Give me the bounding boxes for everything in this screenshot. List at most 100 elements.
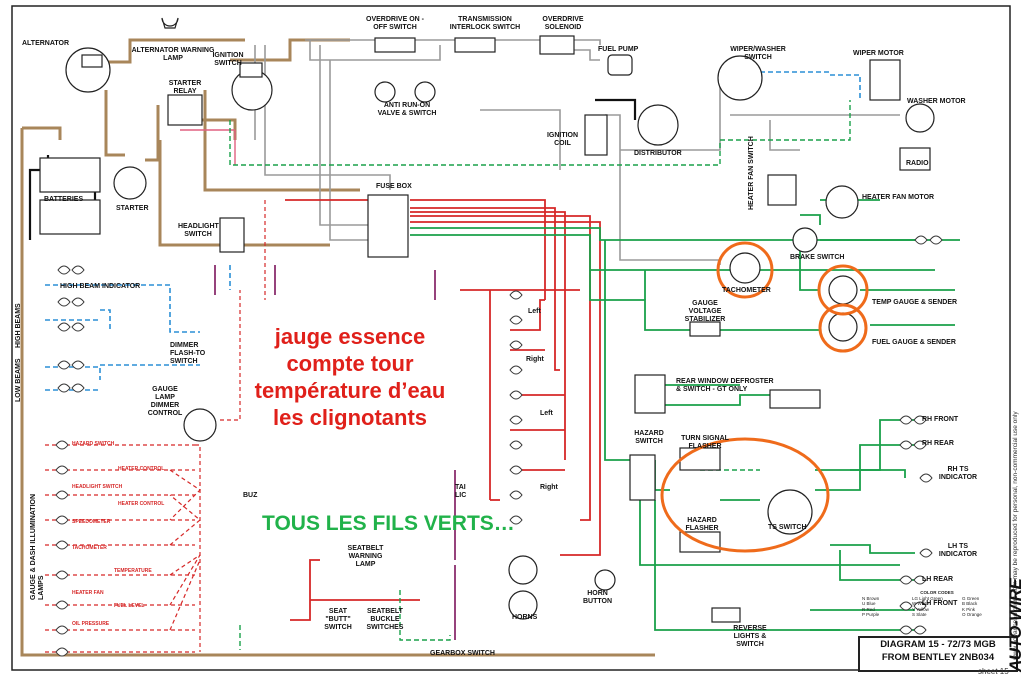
purple-wires <box>214 265 456 640</box>
annotation-line-temp: température d’eau <box>254 378 446 403</box>
legend-entry: O Orange <box>962 612 982 617</box>
label-ignition-switch: IGNITION SWITCH <box>212 52 244 67</box>
label-fuse-box: FUSE BOX <box>376 183 412 190</box>
dash-lamp-label: TACHOMETER <box>72 545 107 551</box>
legend-entry: S Slate <box>912 612 927 617</box>
label-batteries: BATTERIES <box>44 196 84 203</box>
ts-switch-symbol <box>767 489 813 535</box>
label-rh-front: RH FRONT <box>922 416 959 423</box>
label-lh-rear: LH REAR <box>922 576 954 583</box>
label-left-1: Left <box>528 308 541 315</box>
dash-lamp-label: HEATER CONTROL <box>118 501 165 507</box>
legend-entry: Y Yellow <box>912 606 929 612</box>
green-wires <box>410 199 960 631</box>
legend-entry: R Red <box>862 606 875 612</box>
label-hazard-switch: HAZARD SWITCH <box>634 430 664 445</box>
label-heater-fan-motor: HEATER FAN MOTOR <box>862 194 935 201</box>
label-starter-relay: STARTER RELAY <box>168 80 202 95</box>
label-ts-switch: TS SWITCH <box>768 524 807 531</box>
label-horn-button: HORN BUTTON <box>582 590 613 605</box>
legend-entry: K Pink <box>962 606 976 612</box>
ignition-coil-symbol <box>584 114 608 156</box>
label-left-2: Left <box>540 410 553 417</box>
turn-signal-highlight <box>660 437 830 553</box>
label-lh-ts-indicator: LH TS INDICATOR <box>938 543 978 558</box>
legend-entry: N Brown <box>862 595 880 601</box>
label-high-beam-indicator: HIGH BEAM INDICATOR <box>60 283 141 290</box>
blue-wires <box>45 71 861 391</box>
label-low-beams: LOW BEAMS <box>15 358 22 402</box>
sheet-number: sheet 15 <box>978 667 1009 676</box>
label-right-1: Right <box>526 356 544 363</box>
fuse-box-symbol <box>367 194 409 258</box>
label-turn-flasher: TURN SIGNAL FLASHER <box>681 435 729 450</box>
label-gauge-dimmer: GAUGE LAMP DIMMER CONTROL <box>147 386 183 417</box>
label-wiper-motor: WIPER MOTOR <box>853 50 904 57</box>
label-rear-defroster: REAR WINDOW DEFROSTER & SWITCH - GT ONLY <box>676 378 774 393</box>
label-seatbelt-buckle: SEATBELT BUCKLE SWITCHES <box>366 608 404 631</box>
label-temp-gauge: TEMP GAUGE & SENDER <box>872 299 958 306</box>
dash-lamp-label: SPEEDOMETER <box>72 519 111 525</box>
starter-symbol <box>113 166 147 200</box>
radio-symbol <box>899 147 931 171</box>
diagram-title: DIAGRAM 15 - 72/73 MGB <box>880 639 996 650</box>
horn-symbol <box>508 555 538 585</box>
label-illumination-lamps: GAUGE & DASH ILLUMINATION LAMPS <box>30 493 45 600</box>
label-hazard-flasher: HAZARD FLASHER <box>685 517 719 532</box>
dash-lamp-label: HEADLIGHT SWITCH <box>72 484 123 490</box>
fuel-gauge-symbol <box>828 312 858 342</box>
tachometer-symbol <box>729 252 761 284</box>
label-headlight-switch: HEADLIGHT SWITCH <box>178 223 219 238</box>
diagram-title-box: DIAGRAM 15 - 72/73 MGB FROM BENTLEY 2NB0… <box>858 636 1018 672</box>
label-radio: RADIO <box>906 160 929 167</box>
dash-lamp-label: FUEL LEVEL <box>114 603 145 609</box>
label-lh-front: LH FRONT <box>922 600 958 607</box>
label-fuel-pump: FUEL PUMP <box>598 46 639 53</box>
dash-lamp-label: HEATER CONTROL <box>118 466 165 472</box>
legend-entry: LG Light Green <box>912 595 943 601</box>
label-tachometer: TACHOMETER <box>722 287 771 294</box>
label-rh-rear: RH REAR <box>922 440 954 447</box>
highlight-circles <box>660 241 869 553</box>
label-alternator: ALTERNATOR <box>22 40 70 47</box>
label-distributor: DISTRIBUTOR <box>634 150 682 157</box>
tachometer-highlight <box>716 241 774 299</box>
legend-entry: P Purple <box>862 612 880 617</box>
warning-lamp-symbol <box>161 17 179 29</box>
battery-symbol <box>39 157 101 193</box>
label-alt-warning-lamp: ALTERNATOR WARNING LAMP <box>131 47 215 62</box>
legend-entry: B Black <box>962 601 978 606</box>
label-buzz: BUZ <box>243 492 258 499</box>
diagram-source: FROM BENTLEY 2NB034 <box>881 652 995 663</box>
legend-entry: G Green <box>962 595 980 601</box>
dash-lamp-label: TEMPERATURE <box>114 568 152 574</box>
fuel-gauge-highlight <box>818 303 868 353</box>
label-seat-butt: SEAT "BUTT" SWITCH <box>324 608 352 631</box>
label-anti-runon: ANTI RUN-ON VALVE & SWITCH <box>377 102 437 117</box>
legend-entry: W White <box>912 601 930 606</box>
label-dimmer: DIMMER FLASH-TO SWITCH <box>170 342 206 365</box>
label-fuel-gauge: FUEL GAUGE & SENDER <box>872 339 956 346</box>
fuel-pump-symbol <box>607 54 633 76</box>
dash-lamp-label: HEATER FAN <box>72 590 104 596</box>
annotation-line-tach: compte tour <box>286 351 414 376</box>
label-wiper-switch: WIPER/WASHER SWITCH <box>730 46 786 61</box>
dash-lamp-label: OIL PRESSURE <box>72 621 110 627</box>
bulb-glyphs <box>55 235 943 657</box>
label-overdrive-switch: OVERDRIVE ON - OFF SWITCH <box>366 16 424 31</box>
wiper-motor-symbol <box>869 59 901 101</box>
label-reverse-lights: REVERSE LIGHTS & SWITCH <box>733 625 767 648</box>
label-overdrive-solenoid: OVERDRIVE SOLENOID <box>542 16 584 31</box>
temp-gauge-symbol <box>828 275 858 305</box>
temp-gauge-highlight <box>817 264 869 316</box>
label-transmission-switch: TRANSMISSION INTERLOCK SWITCH <box>449 16 521 31</box>
annotation-green-note: TOUS LES FILS VERTS… <box>262 512 515 535</box>
label-tail: TAI LIC <box>455 484 467 499</box>
heater-fan-motor-symbol <box>825 185 859 219</box>
annotation-red-note: jauge essence compte tour température d’… <box>250 323 450 431</box>
label-seatbelt-lamp: SEATBELT WARNING LAMP <box>347 545 384 568</box>
